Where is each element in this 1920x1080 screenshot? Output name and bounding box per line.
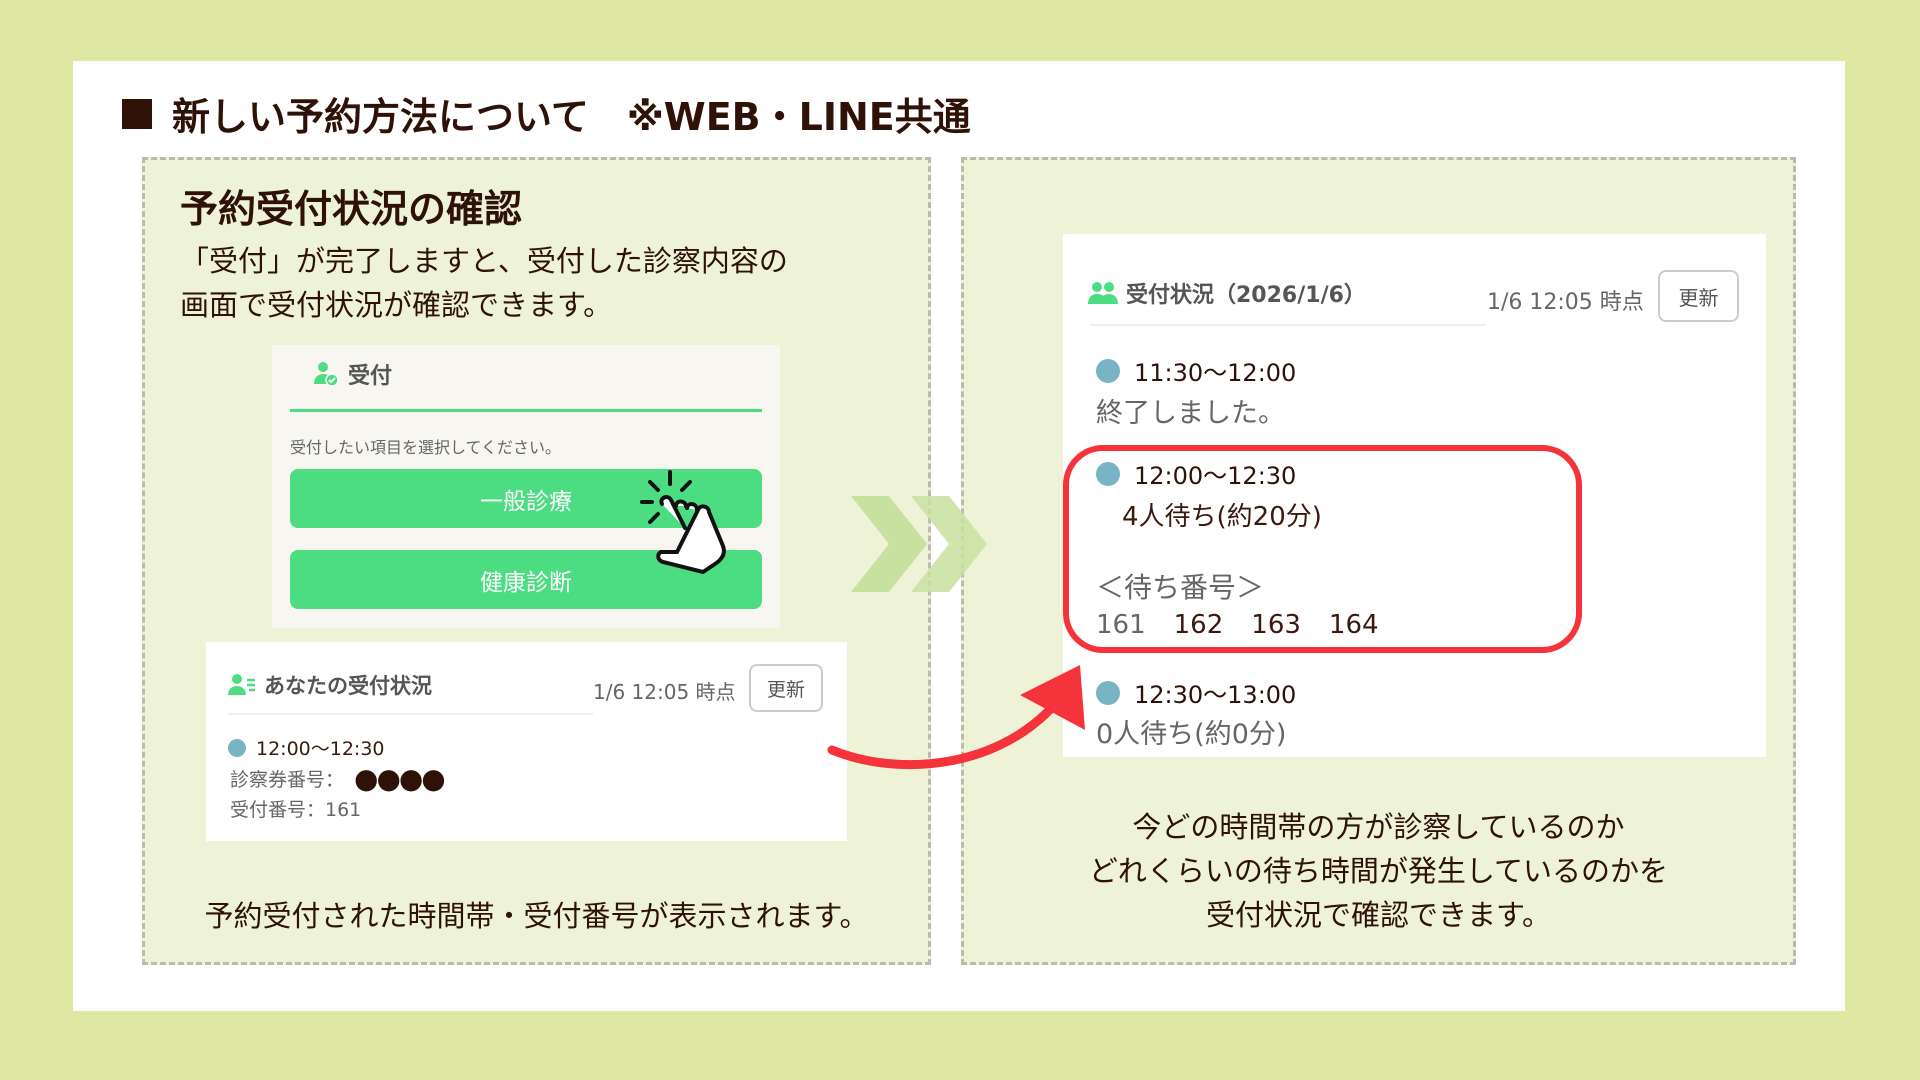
left-caption: 予約受付された時間帯・受付番号が表示されます。 bbox=[204, 899, 869, 933]
page-title: 新しい予約方法について ※WEB・LINE共通 bbox=[122, 86, 971, 141]
slot-time: 12:30〜13:00 bbox=[1134, 681, 1297, 709]
card-number-label: 診察券番号： bbox=[230, 769, 345, 791]
right-caption-line: 受付状況で確認できます。 bbox=[1205, 898, 1552, 932]
reception-number: 受付番号：161 bbox=[230, 799, 362, 821]
reception-status-card bbox=[1063, 234, 1766, 757]
card-number-row: 診察券番号： ●●●● bbox=[230, 762, 446, 795]
slot-time: 12:00〜12:30 bbox=[1134, 462, 1297, 490]
section-heading: 予約受付状況の確認 bbox=[180, 187, 523, 231]
users-icon bbox=[1088, 282, 1118, 304]
status-dot-icon bbox=[228, 738, 246, 757]
waiting-number: 162 bbox=[1173, 610, 1224, 640]
waiting-number: 164 bbox=[1328, 610, 1379, 640]
card-number-mask: ●●●● bbox=[354, 762, 446, 795]
description-line: 「受付」が完了しますと、受付した診察内容の bbox=[180, 244, 788, 278]
timestamp: 1/6 12:05 時点 bbox=[1487, 290, 1644, 315]
right-caption-line: どれくらいの待ち時間が発生しているのかを bbox=[1088, 854, 1669, 888]
right-caption-line: 今どの時間帯の方が診察しているのか bbox=[1132, 810, 1625, 844]
user-check-icon bbox=[314, 362, 339, 387]
slot-status: 4人待ち(約20分) bbox=[1122, 502, 1322, 532]
page-title-text: 新しい予約方法について ※WEB・LINE共通 bbox=[172, 95, 971, 139]
description-line: 画面で受付状況が確認できます。 bbox=[180, 288, 613, 322]
waiting-number: 161 bbox=[1096, 610, 1146, 640]
slot-row: 12:00〜12:30 bbox=[1096, 456, 1296, 491]
slot-status: 終了しました。 bbox=[1096, 398, 1285, 429]
double-chevron-icon bbox=[851, 496, 987, 592]
pointing-hand-icon bbox=[640, 470, 726, 575]
waiting-numbers: 161 162 163 164 bbox=[1096, 610, 1379, 640]
slot-time: 12:00〜12:30 bbox=[256, 738, 385, 760]
your-status-title: あなたの受付状況 bbox=[264, 674, 432, 698]
your-status-card bbox=[206, 642, 847, 841]
status-dot-icon bbox=[1096, 461, 1120, 486]
waiting-numbers-label: ＜待ち番号＞ bbox=[1096, 571, 1265, 604]
slot-row: 12:30〜13:00 bbox=[1096, 675, 1296, 710]
slot-row: 12:00〜12:30 bbox=[228, 734, 385, 761]
divider bbox=[290, 409, 762, 412]
divider bbox=[228, 713, 593, 715]
divider bbox=[1090, 324, 1486, 326]
user-list-icon bbox=[228, 674, 255, 695]
reception-header-label: 受付 bbox=[348, 364, 393, 389]
instruction-text: 受付したい項目を選択してください。 bbox=[290, 438, 562, 457]
square-bullet-icon bbox=[122, 98, 152, 129]
general-treatment-button[interactable]: 一般診療 bbox=[290, 469, 762, 528]
refresh-button[interactable]: 更新 bbox=[749, 664, 823, 712]
refresh-button[interactable]: 更新 bbox=[1658, 270, 1739, 322]
status-dot-icon bbox=[1096, 680, 1120, 705]
status-header: 受付状況（2026/1/6） bbox=[1088, 277, 1366, 309]
status-dot-icon bbox=[1096, 358, 1120, 383]
your-status-header: あなたの受付状況 bbox=[228, 670, 432, 700]
slot-status: 0人待ち(約0分) bbox=[1096, 719, 1287, 750]
health-checkup-button[interactable]: 健康診断 bbox=[290, 550, 762, 609]
status-title: 受付状況（2026/1/6） bbox=[1126, 283, 1366, 308]
slot-row: 11:30〜12:00 bbox=[1096, 353, 1296, 388]
waiting-number: 163 bbox=[1251, 610, 1301, 640]
timestamp: 1/6 12:05 時点 bbox=[593, 680, 736, 704]
slot-time: 11:30〜12:00 bbox=[1134, 359, 1297, 387]
red-arrow-icon bbox=[827, 665, 1085, 770]
reception-header: 受付 bbox=[312, 358, 392, 390]
highlight-box bbox=[1063, 445, 1582, 653]
